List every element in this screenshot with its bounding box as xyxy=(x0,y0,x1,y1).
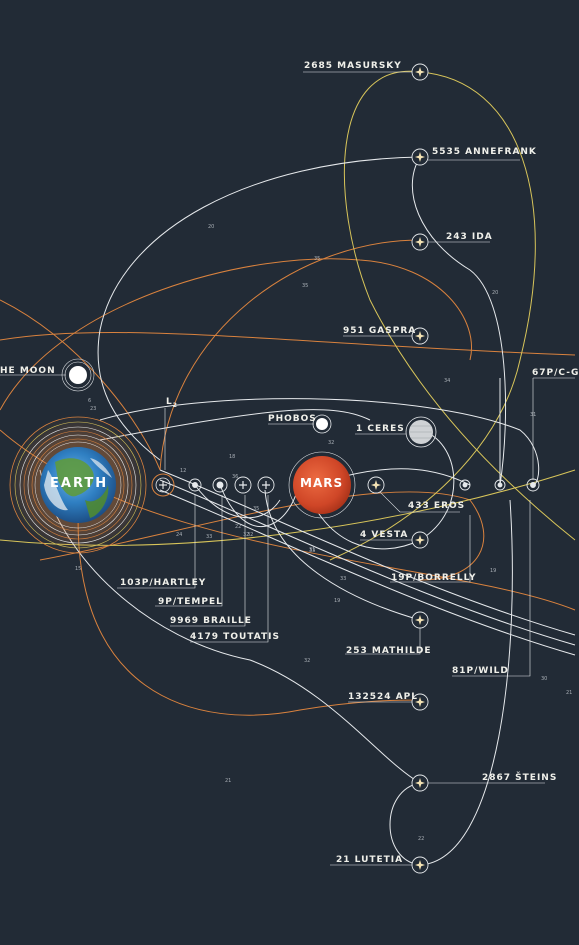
leader-lines xyxy=(0,71,575,866)
mission-number: 35 xyxy=(253,506,260,512)
l2-label: L2 xyxy=(166,397,178,409)
mission-number: 33 xyxy=(340,576,347,582)
mission-number: 31 xyxy=(309,547,316,553)
star-target-annefrank xyxy=(411,148,429,166)
mars xyxy=(288,451,356,519)
earth xyxy=(40,447,116,523)
ceres xyxy=(405,416,437,448)
label-mathilde: 253 MATHILDE xyxy=(346,646,432,656)
mission-number: 23 xyxy=(90,406,97,412)
trajectory-masursky-b xyxy=(329,71,536,561)
mission-number: 15 xyxy=(75,566,82,572)
mission-number: 6 xyxy=(88,398,92,404)
trajectory-wild xyxy=(159,469,576,636)
l2-point xyxy=(151,473,175,497)
trajectory-ceres xyxy=(99,398,540,486)
mission-number: 21 xyxy=(566,690,573,696)
star-target-mathilde xyxy=(411,611,429,629)
mission-number: 22 xyxy=(235,524,242,530)
mission-number: 33 xyxy=(206,534,213,540)
star-target-lutetia xyxy=(411,856,429,874)
star-target-gaspra xyxy=(411,327,429,345)
mission-number: 19 xyxy=(490,568,497,574)
label-toutatis: 4179 TOUTATIS xyxy=(190,632,280,642)
star-target-masursky xyxy=(411,63,429,81)
label-borrelly: 19P/BORRELLY xyxy=(391,573,477,583)
mission-number: 33 xyxy=(309,548,316,554)
label-gaspra: 951 GASPRA xyxy=(343,326,417,336)
mission-number: 32 xyxy=(243,532,250,538)
mission-number: 20 xyxy=(208,224,215,230)
mission-number: 35 xyxy=(314,256,321,262)
mission-number: 34 xyxy=(444,378,451,384)
label-lutetia: 21 LUTETIA xyxy=(336,855,404,865)
trajectory-eros xyxy=(329,468,471,486)
trajectory-wild-c xyxy=(159,489,576,656)
phobos xyxy=(312,414,332,434)
trajectory-earth-long xyxy=(99,409,371,441)
mars-label: MARS xyxy=(300,476,344,490)
mission-number: 24 xyxy=(176,532,183,538)
near-earth-targets xyxy=(188,476,275,494)
label-phobos: PHOBOS xyxy=(268,414,317,424)
label-braille: 9969 BRAILLE xyxy=(170,616,252,626)
mission-number: 21 xyxy=(225,778,232,784)
moon xyxy=(61,358,95,392)
label-wild: 81P/WILD xyxy=(452,666,509,676)
mission-number: 19 xyxy=(334,598,341,604)
mission-number: 35 xyxy=(302,283,309,289)
label-vesta: 4 VESTA xyxy=(360,530,409,540)
mission-number: 30 xyxy=(541,676,548,682)
trajectory-wild-b xyxy=(159,479,576,646)
trajectory-apl xyxy=(77,479,421,716)
mission-number: 36 xyxy=(232,474,239,480)
star-target-vesta xyxy=(411,531,429,549)
star-target-ida xyxy=(411,233,429,251)
star-targets xyxy=(367,63,429,874)
l2-text: L xyxy=(166,397,173,407)
trajectory-wide xyxy=(0,258,472,411)
mission-number: 22 xyxy=(418,836,425,842)
trajectory-lutetia xyxy=(389,499,513,866)
label-tempel: 9P/TEMPEL xyxy=(158,597,223,607)
mission-number: 18 xyxy=(229,454,236,460)
l2-subscript: 2 xyxy=(172,401,178,409)
mission-number: 12 xyxy=(180,468,187,474)
label-eros: 433 EROS xyxy=(408,501,466,511)
label-ida: 243 IDA xyxy=(446,232,493,242)
small-ring-targets xyxy=(459,478,540,492)
trajectory-annefrank-b xyxy=(411,156,507,486)
star-target-apl xyxy=(411,693,429,711)
moon-label: HE MOON xyxy=(0,366,56,376)
mission-number: 32 xyxy=(247,532,254,538)
mission-number: 32 xyxy=(328,440,335,446)
label-masursky: 2685 MASURSKY xyxy=(304,61,402,71)
trajectory-gaspra xyxy=(0,331,576,356)
label-cg: 67P/C-G xyxy=(532,368,579,378)
mission-number: 31 xyxy=(530,412,537,418)
star-target-eros-star xyxy=(367,476,385,494)
label-ceres: 1 CERES xyxy=(356,424,405,434)
trajectory-ida xyxy=(0,239,421,471)
trajectory-mathilde xyxy=(264,489,421,621)
label-hartley: 103P/HARTLEY xyxy=(120,578,207,588)
label-annefrank: 5535 ANNEFRANK xyxy=(432,147,537,157)
mission-number: 32 xyxy=(304,658,311,664)
star-target-steins xyxy=(411,774,429,792)
mission-number: 20 xyxy=(492,290,499,296)
label-apl: 132524 APL xyxy=(348,692,419,702)
label-steins: 2867 ŠTEINS xyxy=(482,773,558,783)
trajectory-borrelly xyxy=(39,491,485,581)
earth-label: EARTH xyxy=(50,476,109,491)
trajectory-annefrank xyxy=(97,156,421,461)
